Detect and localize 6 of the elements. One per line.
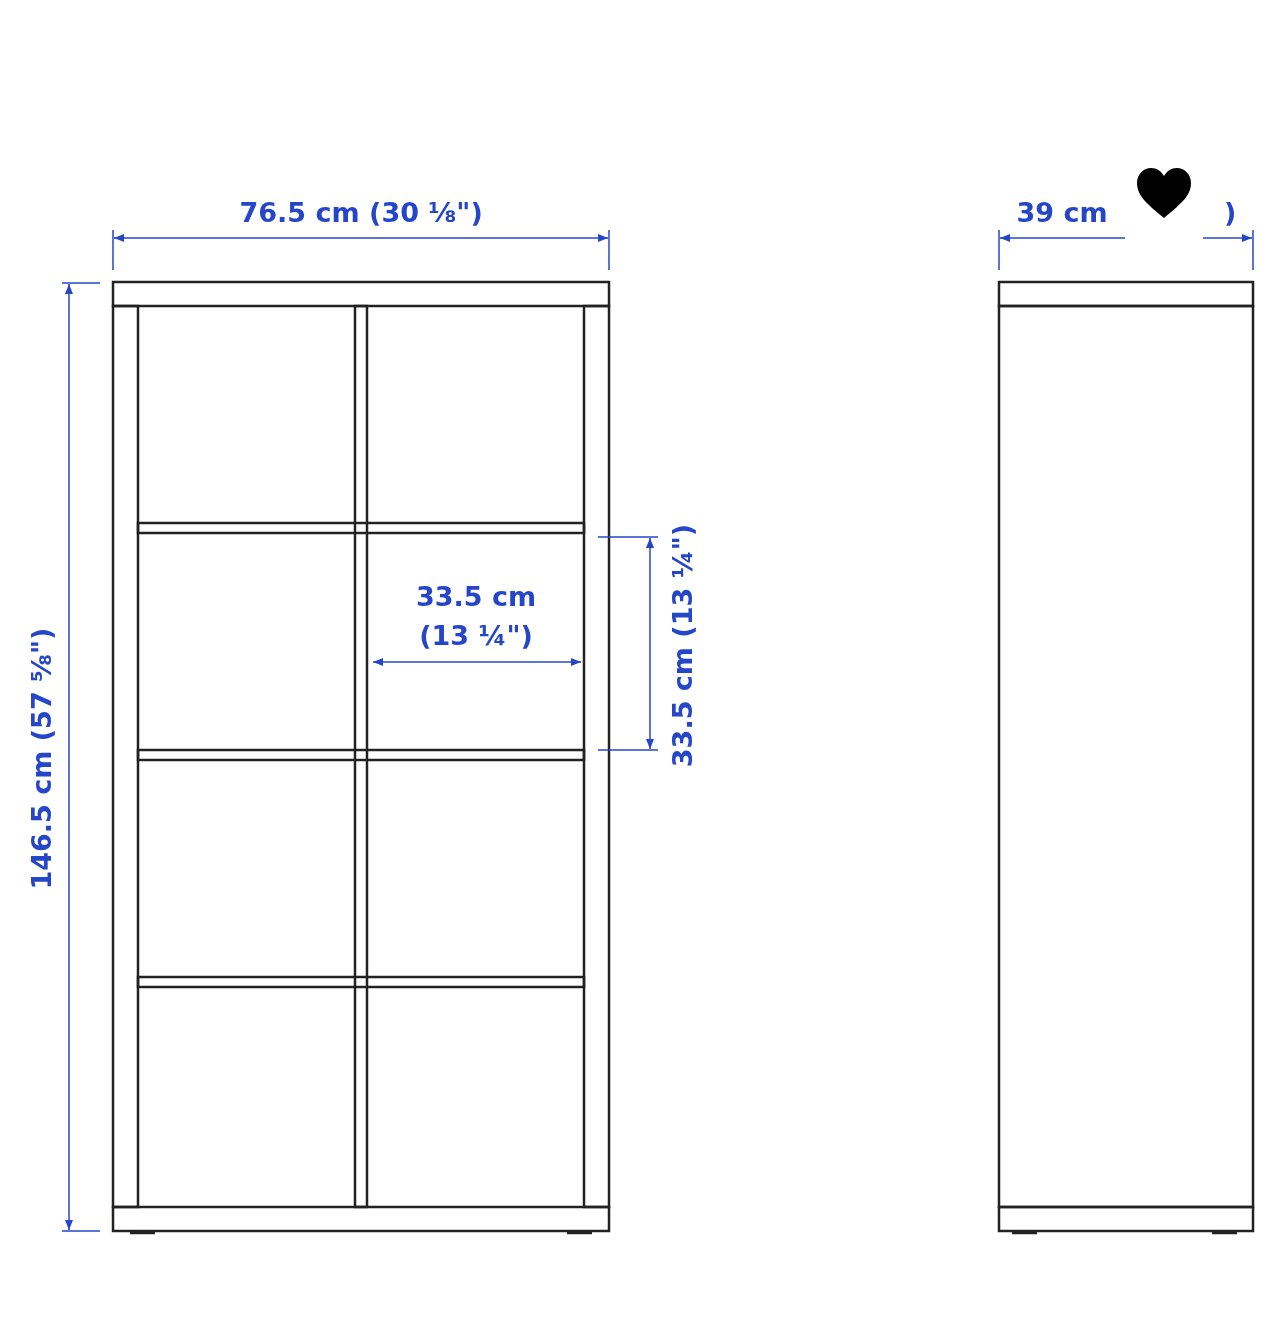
dimension-label: 33.5 cm (13 ¼") [414,580,538,654]
dimension-label: 146.5 cm (57 ⅝") [25,627,59,890]
dimension-label: 39 cm [1016,195,1108,230]
dimension-label: 33.5 cm (13 ¼") [665,523,699,767]
dimension-label: ) [1224,195,1237,230]
dimension-label: 76.5 cm (30 ⅛") [239,195,483,230]
